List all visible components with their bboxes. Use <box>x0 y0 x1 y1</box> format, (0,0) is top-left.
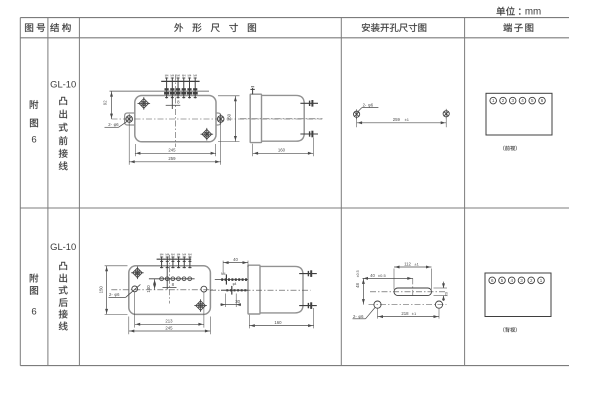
svg-text:48: 48 <box>355 283 360 288</box>
svg-text:160: 160 <box>278 148 286 153</box>
svg-text:2: 2 <box>502 98 505 103</box>
svg-text:40: 40 <box>370 273 375 278</box>
svg-text:112: 112 <box>404 261 411 266</box>
svg-text:259: 259 <box>168 156 176 161</box>
svg-text:6: 6 <box>31 135 36 146</box>
svg-text:6: 6 <box>541 98 544 103</box>
svg-text:M4: M4 <box>182 253 186 257</box>
svg-text:2-: 2- <box>353 314 357 319</box>
svg-text:2-: 2- <box>108 122 112 127</box>
svg-text:M4: M4 <box>171 253 175 257</box>
svg-text:M4: M4 <box>165 74 169 78</box>
svg-text:40: 40 <box>233 257 238 262</box>
svg-text:20: 20 <box>444 291 449 296</box>
svg-text:2: 2 <box>530 278 533 283</box>
svg-text:92: 92 <box>102 100 107 105</box>
svg-text:245: 245 <box>165 325 173 330</box>
svg-text:1: 1 <box>540 278 543 283</box>
svg-text:GL-10: GL-10 <box>50 79 76 90</box>
svg-text:30: 30 <box>235 299 240 304</box>
svg-text:±0.5: ±0.5 <box>378 273 387 278</box>
svg-text:M4: M4 <box>177 253 181 257</box>
svg-text:M4: M4 <box>160 253 164 257</box>
svg-text:5: 5 <box>501 278 504 283</box>
svg-text:2-: 2- <box>363 103 367 108</box>
svg-text:8: 8 <box>177 100 180 105</box>
svg-text:M4: M4 <box>221 272 226 276</box>
svg-text:6: 6 <box>31 307 36 318</box>
svg-text:φ6: φ6 <box>368 103 374 108</box>
svg-text:140: 140 <box>146 285 151 293</box>
svg-text:M4: M4 <box>188 253 192 257</box>
svg-text:mm: mm <box>525 7 541 18</box>
svg-text:8: 8 <box>172 282 175 287</box>
svg-text:6: 6 <box>491 278 494 283</box>
svg-text:GL-10: GL-10 <box>50 241 76 252</box>
svg-text:M4: M4 <box>182 74 186 78</box>
svg-text:φ6: φ6 <box>114 292 120 297</box>
svg-text:4: 4 <box>510 278 513 283</box>
svg-text:±1: ±1 <box>405 117 410 122</box>
svg-text:φ6: φ6 <box>358 314 364 319</box>
svg-text:5: 5 <box>531 98 534 103</box>
svg-text:±1: ±1 <box>412 311 417 316</box>
svg-text:M4: M4 <box>193 74 197 78</box>
svg-text:245: 245 <box>168 148 176 153</box>
svg-text:M4: M4 <box>165 253 169 257</box>
svg-text:2-: 2- <box>109 292 113 297</box>
svg-text:3: 3 <box>520 278 523 283</box>
svg-text:φ4: φ4 <box>233 282 237 286</box>
svg-text:160: 160 <box>274 320 282 325</box>
svg-text:φ6: φ6 <box>114 122 120 127</box>
svg-text:M4: M4 <box>176 74 180 78</box>
svg-text:±1: ±1 <box>414 261 419 266</box>
svg-text:218: 218 <box>401 311 409 316</box>
svg-text:150: 150 <box>227 113 232 121</box>
svg-text:213: 213 <box>165 319 173 324</box>
svg-text:150: 150 <box>98 286 103 294</box>
svg-text:3: 3 <box>511 98 514 103</box>
svg-text:M4: M4 <box>188 74 192 78</box>
svg-text:M4: M4 <box>171 74 175 78</box>
svg-text:4: 4 <box>521 98 524 103</box>
svg-text:259: 259 <box>393 117 401 122</box>
svg-text:1: 1 <box>492 98 495 103</box>
svg-text:±0.5: ±0.5 <box>356 270 360 277</box>
